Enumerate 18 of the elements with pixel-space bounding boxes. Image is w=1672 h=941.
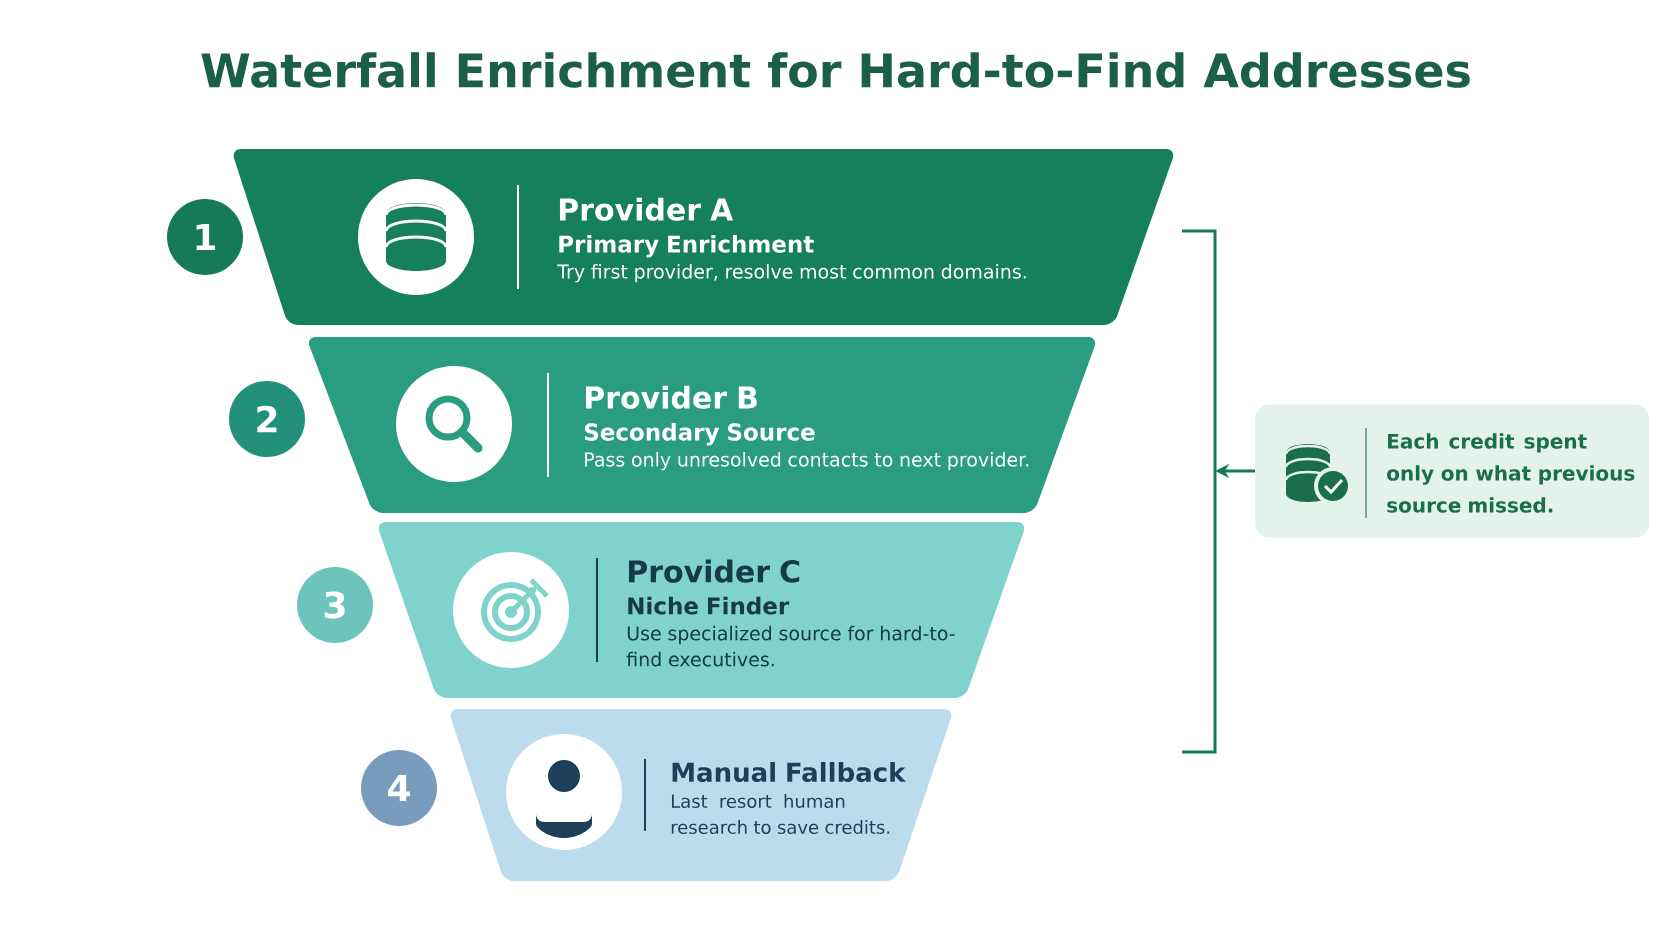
step-number: 2 [229, 381, 305, 457]
band-heading: Manual Fallback [672, 762, 906, 783]
band-subheading: Primary Enrichment [559, 234, 814, 258]
band-subheading: Niche Finder [628, 596, 790, 615]
step-number: 3 [297, 567, 373, 643]
band-description: Pass only unresolved contacts to next provider. [585, 452, 1029, 471]
band-description: Try first provider, resolve most common domains. [557, 264, 1026, 283]
band-heading: Provider B [585, 385, 757, 409]
step-number: 1 [167, 199, 243, 275]
step-number: 4 [361, 750, 437, 826]
title: Waterfall Enrichment for Hard-to-Find Addresses [201, 52, 1470, 88]
band-heading: Provider C [628, 559, 800, 583]
bracket [1182, 229, 1217, 754]
band-description: Use specialized source for hard-to-find executives. [626, 625, 955, 667]
band-subheading: Secondary Source [584, 422, 815, 446]
band-heading: Provider A [559, 197, 734, 221]
callout-box: Each credit spent only on what previous source missed. [1255, 404, 1650, 538]
band-description: Last resort human research to save credits. [671, 794, 890, 834]
